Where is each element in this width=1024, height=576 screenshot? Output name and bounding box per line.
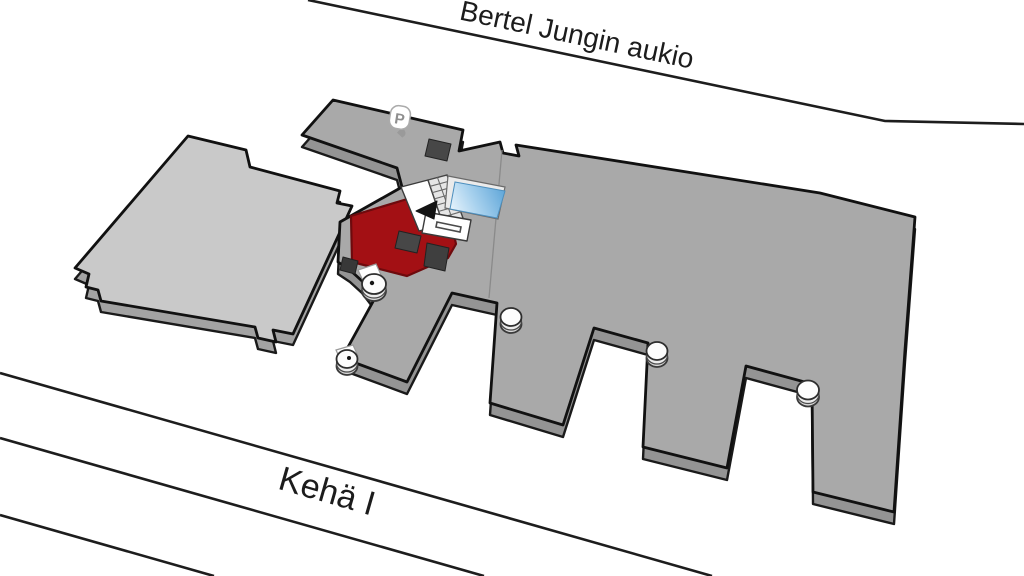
service-block-mid — [394, 230, 422, 254]
entrance-arrow-icon — [415, 200, 438, 220]
street-bottom-edge-line-3 — [0, 513, 215, 576]
parking-marker-label: P — [393, 110, 406, 128]
building-main-roof — [300, 98, 917, 514]
floor-seam — [488, 149, 503, 299]
service-block-south — [423, 242, 450, 272]
street-bottom-edge-line-1 — [0, 371, 713, 576]
service-block-west — [339, 256, 359, 275]
tower-marker-1 — [357, 263, 387, 302]
street-bottom-edge-line-2 — [0, 436, 485, 576]
street-bottom-label: Kehä I — [275, 460, 380, 524]
parking-marker[interactable]: P — [387, 104, 412, 139]
street-top: Bertel Jungin aukio — [307, 0, 1024, 126]
escalator-slot — [435, 221, 462, 233]
building-main — [300, 98, 917, 526]
service-block-north — [424, 138, 452, 162]
building-left — [73, 134, 354, 355]
tower-marker-2 — [499, 307, 523, 334]
tower-marker-3 — [645, 341, 669, 368]
skylight-glass — [449, 181, 506, 219]
tower-5-dot — [347, 356, 351, 360]
building-left-roof — [73, 134, 354, 344]
tower-marker-4 — [796, 379, 820, 408]
street-bottom: Kehä I — [0, 371, 713, 576]
street-top-label: Bertel Jungin aukio — [457, 0, 696, 75]
parking-marker-pin — [388, 104, 412, 130]
tower-1-dot — [369, 280, 375, 286]
atrium-skylight — [444, 175, 506, 220]
street-top-edge-line — [307, 0, 1024, 126]
lobby-area — [339, 138, 472, 275]
tower-marker-5 — [335, 344, 359, 376]
parking-marker-tail — [396, 127, 406, 138]
